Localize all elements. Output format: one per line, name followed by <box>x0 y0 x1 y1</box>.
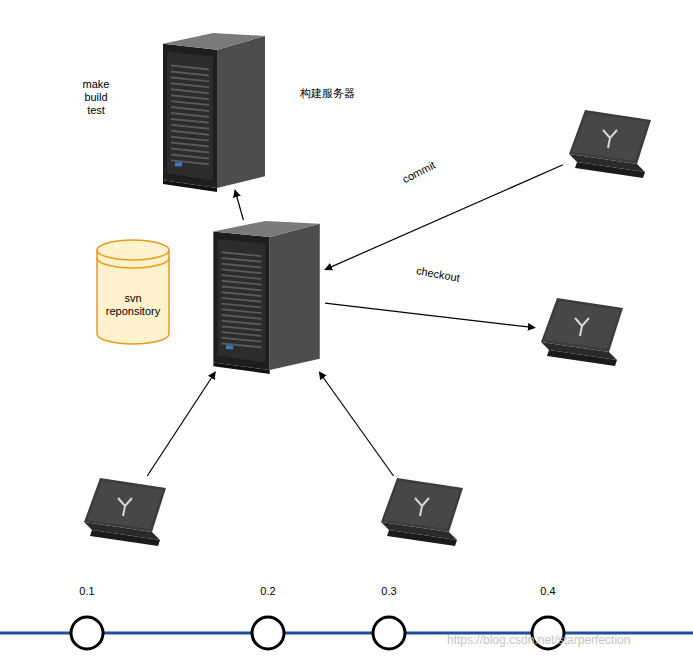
laptop-client <box>535 296 625 370</box>
laptop-client <box>78 476 168 550</box>
node-text: 0.3 <box>359 585 419 598</box>
node-text: 0.4 <box>518 585 578 598</box>
node-text: 构建服务器 <box>300 87 355 100</box>
arrow-connector <box>147 372 215 476</box>
version-node: 0.1 <box>69 615 105 651</box>
laptop-icon <box>78 476 168 550</box>
version-node: 0.2 <box>250 615 286 651</box>
laptop-client <box>375 476 465 550</box>
node-text: 0.1 <box>57 585 117 598</box>
node-text: make build test <box>77 78 115 117</box>
laptop-client <box>563 108 653 182</box>
svn-repository: svn reponsitory <box>95 238 171 346</box>
server-tower <box>205 220 325 372</box>
laptop-icon <box>563 108 653 182</box>
svn-server <box>205 220 325 372</box>
laptop-icon <box>535 296 625 370</box>
arrow-connector <box>235 190 244 220</box>
version-node: 0.3 <box>371 615 407 651</box>
node-text: svn reponsitory <box>98 292 168 318</box>
version-circle <box>250 615 286 651</box>
arrow-connector <box>325 165 563 270</box>
edge-label: checkout <box>415 264 460 283</box>
laptop-icon <box>375 476 465 550</box>
node-text: 0.2 <box>238 585 298 598</box>
version-circle <box>371 615 407 651</box>
edge-label: commit <box>400 159 437 186</box>
server-tower <box>155 32 270 190</box>
version-circle <box>69 615 105 651</box>
watermark: https://blog.csdn.net/starperfection <box>447 633 630 647</box>
arrow-connector <box>325 303 535 328</box>
arrow-connector <box>319 372 393 476</box>
build-server: make build test构建服务器 <box>155 32 270 190</box>
